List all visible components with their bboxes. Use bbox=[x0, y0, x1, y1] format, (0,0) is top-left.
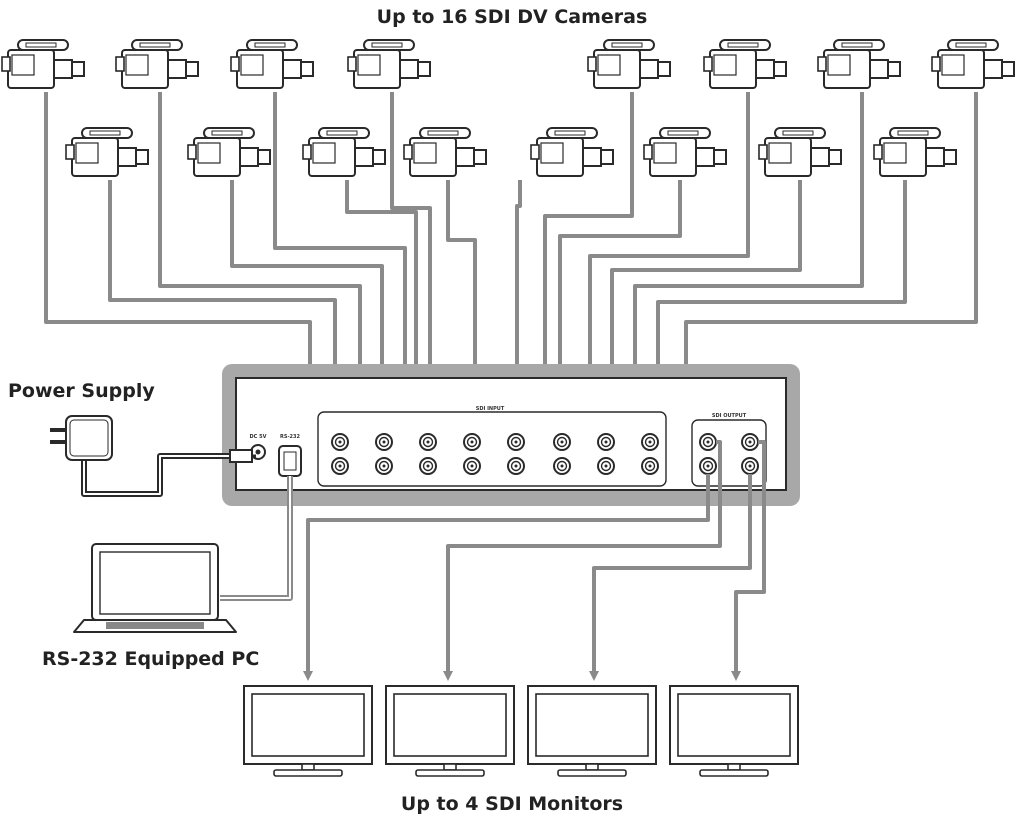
cameras-title: Up to 16 SDI DV Cameras bbox=[376, 6, 648, 28]
camcorder-icon bbox=[703, 39, 787, 89]
camcorder-icon bbox=[230, 39, 314, 89]
camcorder-icon bbox=[403, 127, 487, 177]
camcorder-icon bbox=[347, 39, 431, 89]
camcorder-icon bbox=[187, 127, 271, 177]
dc-in-label: DC 5V bbox=[250, 434, 267, 440]
camcorder-icon bbox=[302, 127, 386, 177]
pc-label: RS-232 Equipped PC bbox=[42, 648, 260, 670]
rs232-label: RS-232 bbox=[280, 434, 300, 440]
camcorder-icon bbox=[873, 127, 957, 177]
output-cables bbox=[303, 440, 766, 681]
camcorder-icon bbox=[931, 39, 1015, 89]
rs232-port-icon bbox=[278, 445, 302, 477]
power-adapter-icon bbox=[50, 415, 256, 497]
camcorder-icon bbox=[1, 39, 85, 89]
monitor-icon bbox=[385, 685, 515, 777]
camcorder-icon bbox=[65, 127, 149, 177]
camcorder-icon bbox=[643, 127, 727, 177]
sdi-output-label: SDI OUTPUT bbox=[712, 413, 747, 419]
matrix-switcher-device: SDI INPUT SDI OUTPUT DC 5V RS-232 bbox=[222, 364, 800, 506]
camcorder-icon bbox=[817, 39, 901, 89]
monitors-title: Up to 4 SDI Monitors bbox=[400, 793, 624, 815]
power-supply-label: Power Supply bbox=[8, 380, 155, 402]
camcorder-icon bbox=[758, 127, 842, 177]
camcorder-icon bbox=[587, 39, 671, 89]
laptop-icon bbox=[73, 543, 237, 633]
rs232-cable bbox=[220, 476, 293, 601]
camcorder-icon bbox=[530, 127, 614, 177]
monitor-icon bbox=[669, 685, 799, 777]
monitor-icon bbox=[243, 685, 373, 777]
monitor-icon bbox=[527, 685, 657, 777]
sdi-input-label: SDI INPUT bbox=[476, 406, 505, 412]
camcorder-icon bbox=[115, 39, 199, 89]
